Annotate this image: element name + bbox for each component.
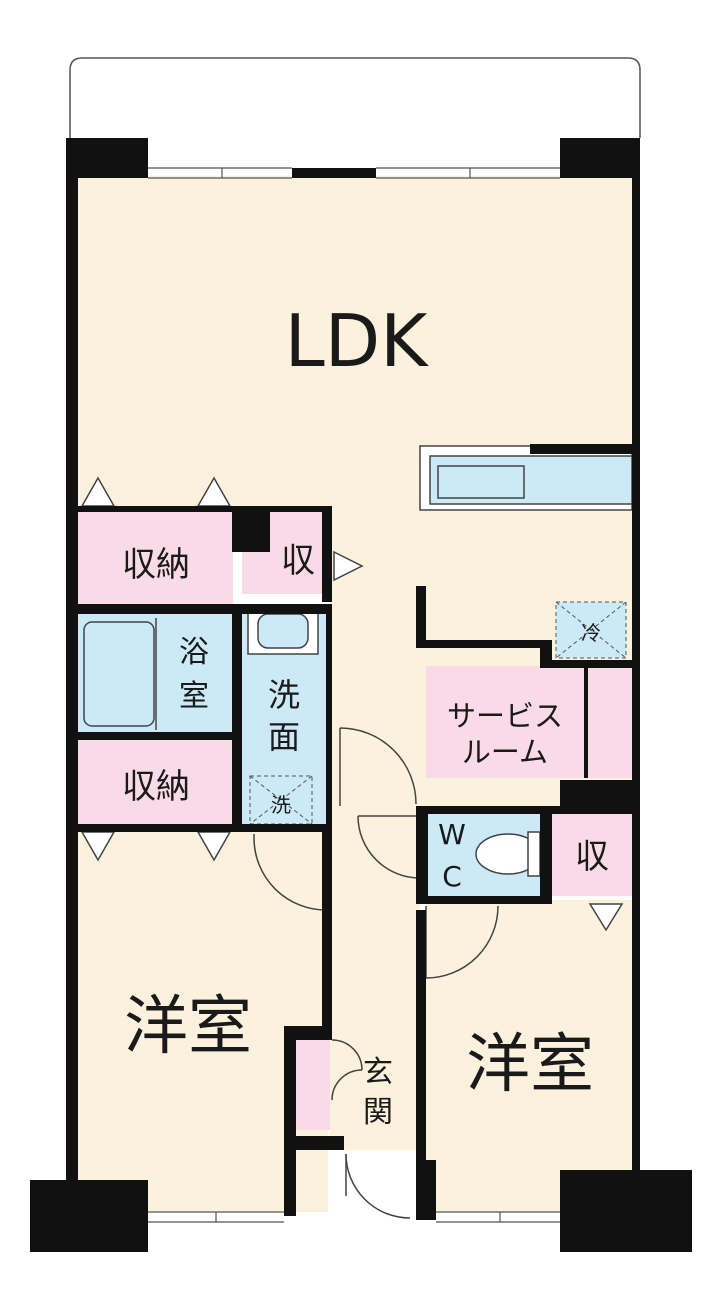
bathtub — [83, 621, 155, 727]
bathroom-label-line1: 浴 — [179, 635, 209, 670]
wc-label-line1: W — [438, 818, 466, 851]
entrance-label-line1: 玄 — [363, 1055, 393, 1090]
entrance-label-line2: 関 — [363, 1095, 393, 1130]
kitchen-sink-basin — [437, 465, 525, 499]
service-room-label-line1: サービス — [447, 699, 563, 733]
room-labels: LDK 収納 収 浴 室 洗 面 洗 収納 冷 サービス ルーム W C 収 洋… — [122, 299, 609, 1130]
western-right-floor — [426, 900, 632, 1212]
entrance-storage-floor — [296, 1040, 330, 1130]
storage-small-right-label: 収 — [575, 837, 609, 877]
storage-mid-floor — [78, 740, 233, 824]
wc-label-line2: C — [442, 860, 462, 893]
hallway-floor — [330, 810, 420, 1150]
washer-label: 洗 — [271, 793, 291, 817]
service-room-floor — [426, 666, 632, 778]
storage-top-floor — [78, 512, 233, 606]
service-room-label-line2: ルーム — [462, 735, 548, 769]
bathroom-label-line2: 室 — [179, 679, 209, 714]
storage-mid-label: 収納 — [122, 767, 190, 807]
western-left-label: 洋室 — [124, 990, 252, 1064]
western-right-label: 洋室 — [466, 1028, 594, 1102]
wash-basin — [257, 613, 309, 649]
toilet-tank — [527, 831, 541, 877]
storage-small-right-floor — [552, 814, 632, 896]
washroom-label-line2: 面 — [268, 718, 300, 756]
fridge-label: 冷 — [581, 621, 601, 645]
ldk-label: LDK — [285, 299, 430, 383]
washroom-label-line1: 洗 — [268, 676, 300, 714]
fixtures — [83, 445, 633, 877]
storage-top-label: 収納 — [122, 545, 190, 585]
storage-small-top-label: 収 — [281, 541, 315, 581]
balcony — [69, 57, 641, 138]
windows — [148, 167, 560, 1223]
closet-markers — [80, 476, 624, 932]
doors — [253, 727, 499, 1219]
walls — [30, 138, 692, 1252]
